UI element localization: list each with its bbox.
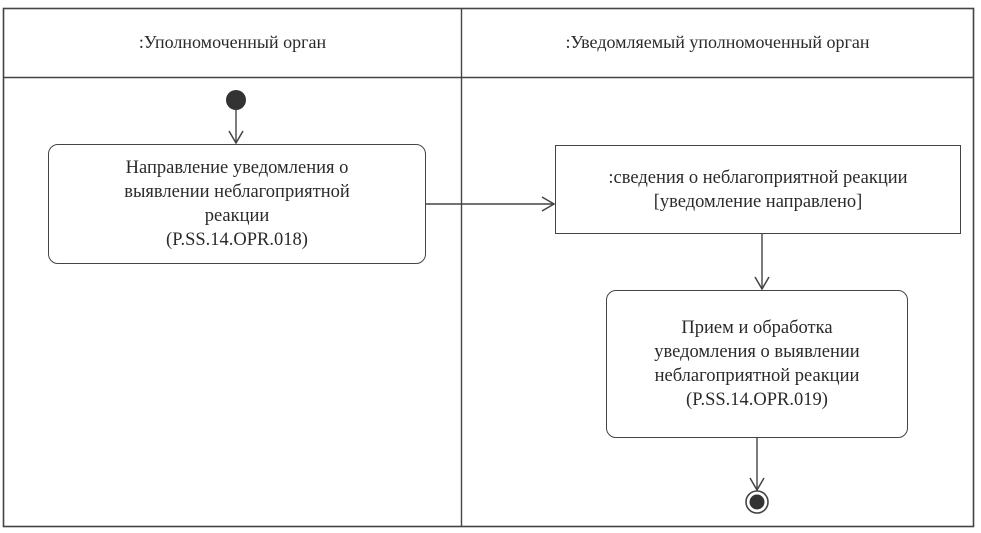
object-adverse-reaction-info[interactable]: :сведения о неблагоприятной реакции [уве… [555,145,961,234]
swimlane-frame [2,7,975,528]
initial-node [226,90,246,110]
action-send-line-2: выявлении неблагоприятной [124,182,350,202]
object-name: :сведения о неблагоприятной реакции [608,167,908,188]
action-send-notification[interactable]: Направление уведомления о выявлении небл… [48,144,426,264]
object-state: [уведомление направлено] [653,191,863,212]
lane-title-notified-authority: :Уведомляемый уполномоченный орган [565,32,870,52]
action-send-line-1: Направление уведомления о [125,158,349,178]
lane-title-authority: :Уполномоченный орган [138,32,327,52]
final-node [745,490,769,514]
action-send-line-3: реакции [204,206,270,226]
action-receive-process-notification[interactable]: Прием и обработка уведомления о выявлени… [606,290,908,438]
action-receive-line-3: неблагоприятной реакции [654,366,860,386]
action-receive-code: (P.SS.14.OPR.019) [686,390,828,410]
action-send-code: (P.SS.14.OPR.018) [166,230,308,250]
action-receive-line-2: уведомления о выявлении [654,342,860,362]
action-receive-line-1: Прием и обработка [681,318,833,338]
